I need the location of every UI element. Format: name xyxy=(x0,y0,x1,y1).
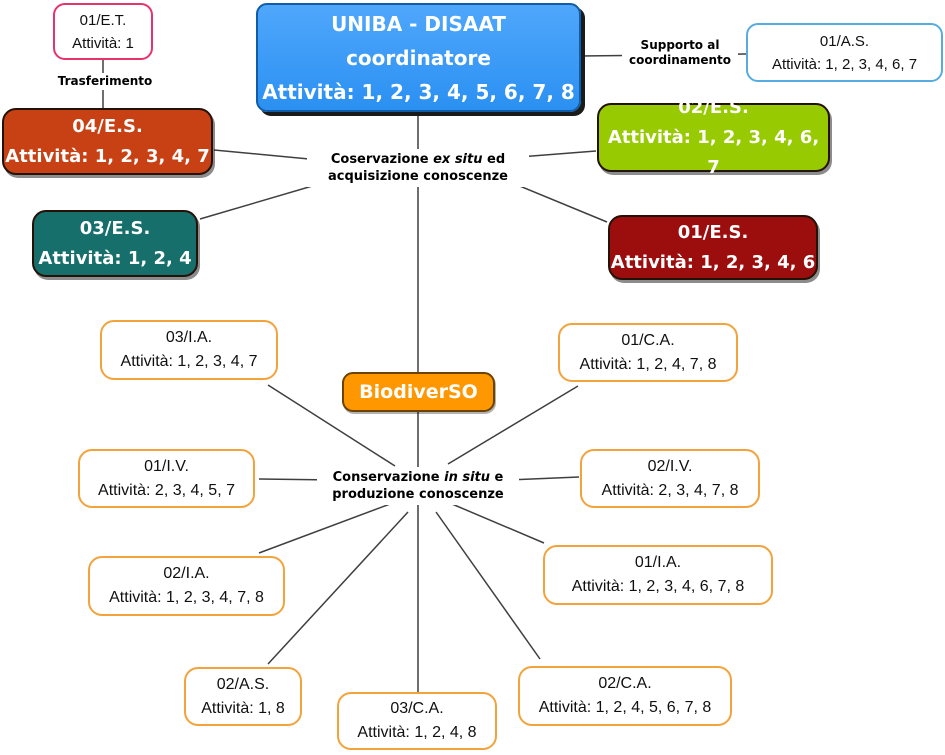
node-01-iv: 01/I.V. Attività: 2, 3, 4, 5, 7 xyxy=(78,449,255,508)
branch-label-italic: in situ xyxy=(444,470,491,485)
node-title: 01/I.V. xyxy=(144,457,189,475)
branch-label-ex-situ: Coservazione ex situ ed acquisizione con… xyxy=(307,149,529,187)
node-activities: Attività: 1, 2, 3, 4, 6, 7, 8 xyxy=(571,578,745,595)
coordinator-subtitle: coordinatore xyxy=(346,45,491,70)
node-01-et: 01/E.T. Attività: 1 xyxy=(53,3,153,60)
node-02-as: 02/A.S. Attività: 1, 8 xyxy=(184,667,302,726)
node-activities: Attività: 1, 2, 3, 4, 7 xyxy=(120,353,258,370)
node-title: 01/E.S. xyxy=(677,221,749,243)
branch-label-text: e produzione conoscenze xyxy=(332,470,504,502)
node-03-es: 03/E.S. Attività: 1, 2, 4 xyxy=(32,210,198,277)
connector-line xyxy=(258,503,391,554)
edge-label-supporto-al-coordinamento: Supporto al coordinamento xyxy=(622,37,738,69)
coordinator-activities: Attività: 1, 2, 3, 4, 5, 6, 7, 8 xyxy=(262,79,575,104)
node-activities: Attività: 2, 3, 4, 5, 7 xyxy=(98,481,235,499)
branch-label-italic: ex situ xyxy=(433,152,483,167)
node-01-as: 01/A.S. Attività: 1, 2, 3, 4, 6, 7 xyxy=(746,23,943,82)
node-activities: Attività: 1, 2, 4 xyxy=(38,247,192,269)
node-title: 04/E.S. xyxy=(72,115,143,137)
node-activities: Attività: 1, 2, 3, 4, 6 xyxy=(610,251,816,273)
node-title: 03/C.A. xyxy=(390,700,444,717)
branch-label-text: Coservazione xyxy=(330,152,434,167)
node-02-ca: 02/C.A. Attività: 1, 2, 4, 5, 6, 7, 8 xyxy=(518,666,732,726)
node-title: 03/E.S. xyxy=(79,217,151,239)
node-title: 02/I.A. xyxy=(163,565,210,582)
edge-label-trasferimento: Trasferimento xyxy=(48,73,162,90)
node-02-es: 02/E.S. Attività: 1, 2, 3, 4, 6, 7 xyxy=(597,97,830,178)
node-title: 02/I.V. xyxy=(647,457,693,475)
node-title: 01/I.A. xyxy=(634,554,682,571)
node-activities: Attività: 1, 2, 3, 4, 7, 8 xyxy=(109,589,264,606)
node-activities: Attività: 1, 2, 4, 8 xyxy=(357,724,477,741)
connector-line xyxy=(267,384,396,467)
node-activities: Attività: 1, 2, 3, 4, 6, 7 xyxy=(607,126,820,178)
node-biodiverso: BiodiverSO xyxy=(342,372,495,412)
connector-line xyxy=(267,511,409,665)
node-03-ia: 03/I.A. Attività: 1, 2, 3, 4, 7 xyxy=(100,320,278,380)
node-coordinator-uniba-disaat: UNIBA - DISAAT coordinatore Attività: 1,… xyxy=(256,3,581,112)
node-02-ia: 02/I.A. Attività: 1, 2, 3, 4, 7, 8 xyxy=(88,556,285,616)
connector-line xyxy=(435,511,541,660)
node-01-ca: 01/C.A. Attività: 1, 2, 4, 7, 8 xyxy=(558,323,738,382)
node-activities: Attività: 2, 3, 4, 7, 8 xyxy=(601,481,739,499)
node-activities: Attività: 1, 2, 3, 4, 6, 7 xyxy=(771,55,918,73)
node-title: 02/A.S. xyxy=(216,675,270,693)
node-02-iv: 02/I.V. Attività: 2, 3, 4, 7, 8 xyxy=(580,449,760,508)
node-activities: Attività: 1, 2, 3, 4, 7 xyxy=(5,145,210,167)
node-activities: Attività: 1, 8 xyxy=(201,699,285,717)
node-04-es: 04/E.S. Attività: 1, 2, 3, 4, 7 xyxy=(2,108,213,175)
coordinator-title: UNIBA - DISAAT xyxy=(331,11,506,36)
connector-line xyxy=(447,385,579,465)
biodiverso-label: BiodiverSO xyxy=(359,381,478,403)
node-title: 01/A.S. xyxy=(819,32,870,50)
connector-line xyxy=(451,503,545,544)
branch-label-text: ed acquisizione conoscenze xyxy=(328,152,508,184)
node-title: 01/E.T. xyxy=(79,11,127,29)
node-title: 02/E.S. xyxy=(678,96,749,118)
node-01-es: 01/E.S. Attività: 1, 2, 3, 4, 6 xyxy=(608,215,818,280)
branch-label-in-situ: Conservazione in situ e produzione conos… xyxy=(317,467,519,505)
node-title: 01/C.A. xyxy=(621,331,675,349)
node-activities: Attività: 1, 2, 4, 7, 8 xyxy=(579,355,717,373)
node-activities: Attività: 1 xyxy=(72,34,134,52)
node-title: 03/I.A. xyxy=(165,329,213,346)
connector-line xyxy=(507,476,580,481)
node-03-ca: 03/C.A. Attività: 1, 2, 4, 8 xyxy=(337,692,497,750)
node-01-ia: 01/I.A. Attività: 1, 2, 3, 4, 6, 7, 8 xyxy=(543,545,773,605)
node-activities: Attività: 1, 2, 4, 5, 6, 7, 8 xyxy=(538,699,712,716)
node-title: 02/C.A. xyxy=(598,675,652,692)
branch-label-text: Conservazione xyxy=(332,470,445,485)
